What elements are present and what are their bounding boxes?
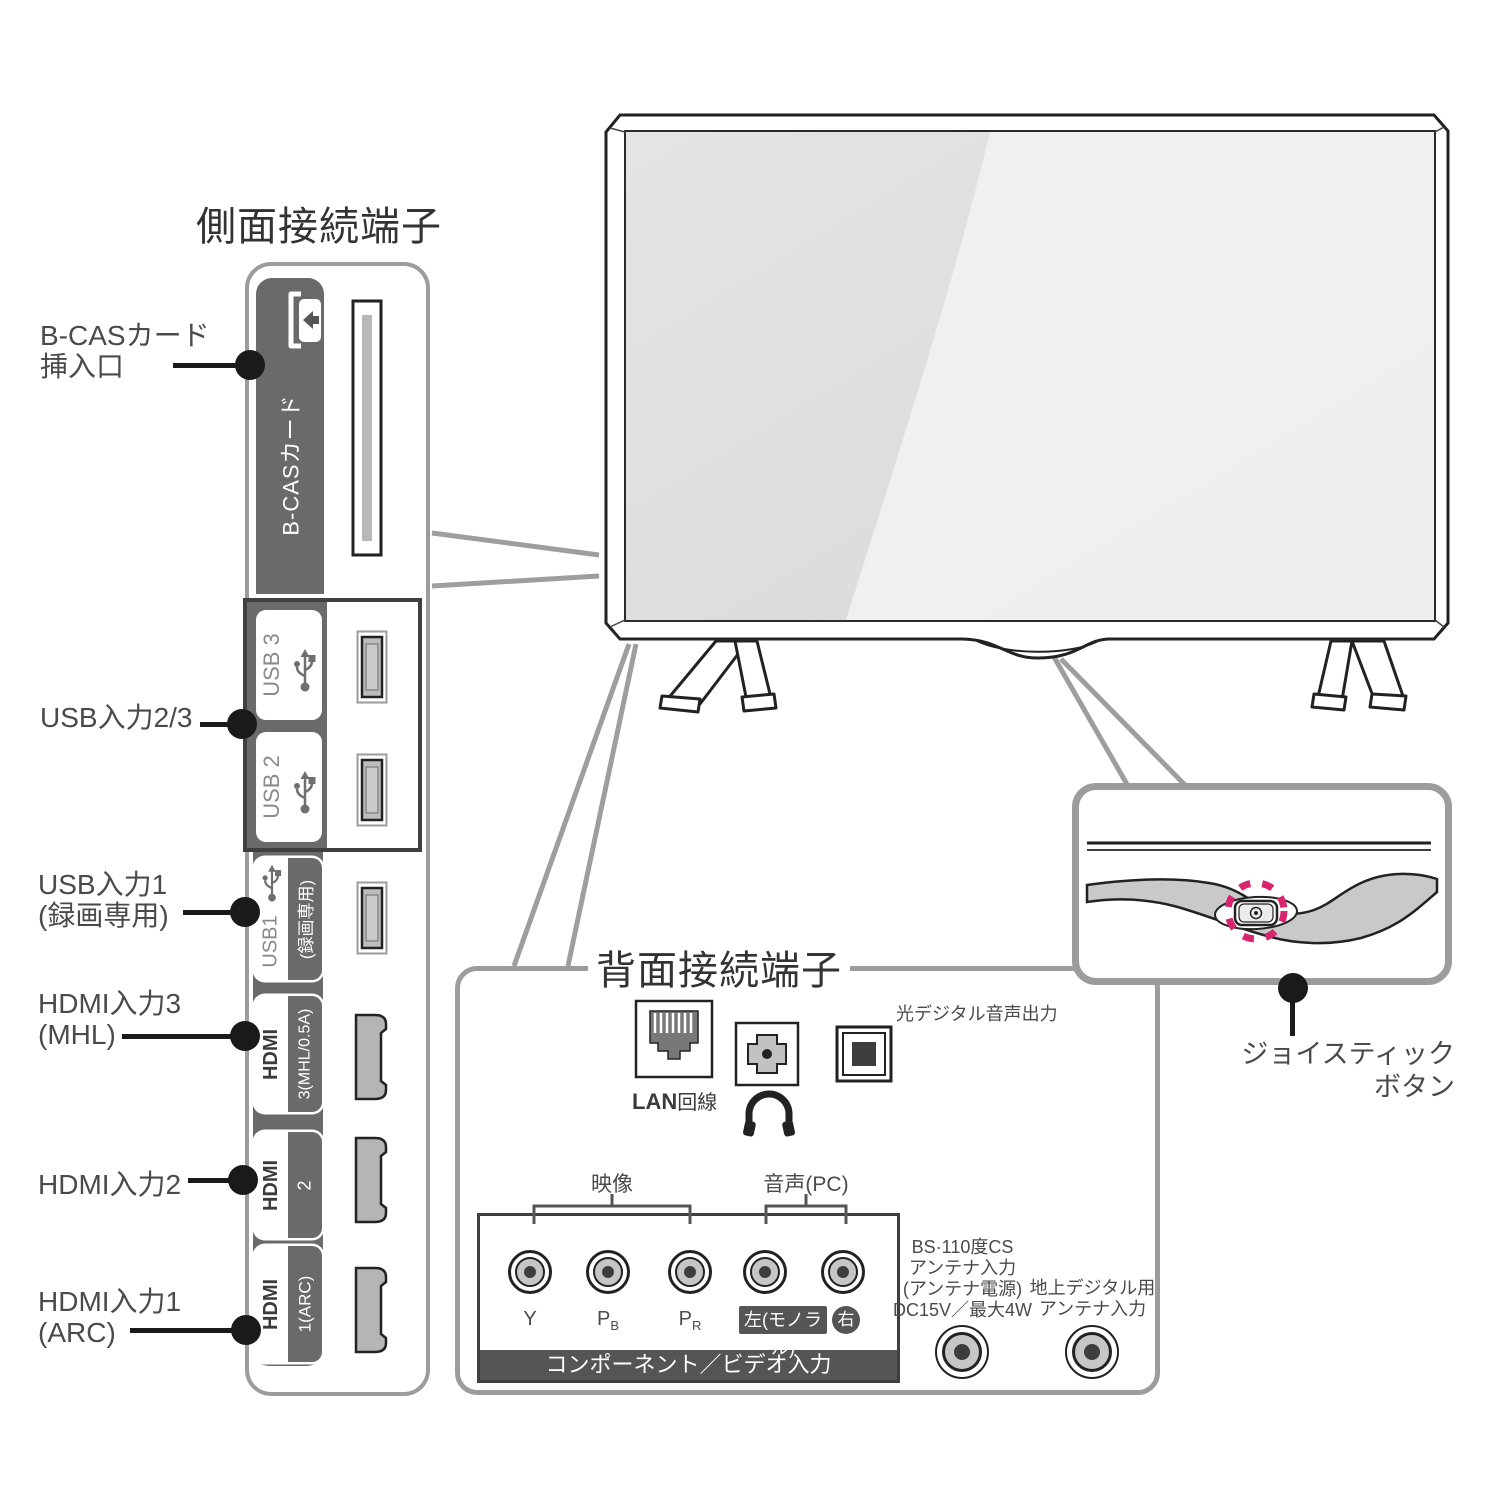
callout-dot xyxy=(235,350,265,380)
callout-dot xyxy=(231,1315,261,1345)
hdmi-port xyxy=(354,1266,388,1354)
callout-joystick: ジョイスティックボタン xyxy=(1241,1039,1455,1102)
usb-port xyxy=(356,753,388,827)
y-jack-label: Y xyxy=(523,1308,537,1330)
video-group-bracket xyxy=(532,1194,692,1224)
leader-line xyxy=(431,573,600,589)
tv-notch xyxy=(974,639,1099,653)
rca-jack-pb xyxy=(586,1250,630,1294)
pb-jack-label: PB xyxy=(596,1308,619,1333)
hdmi-port xyxy=(354,1136,388,1224)
pr-jack-label: PR xyxy=(678,1308,702,1333)
callout-bcas: B-CASカード挿入口 xyxy=(40,320,210,382)
left-mono-label: 左(モノラル) xyxy=(739,1306,827,1358)
bs-antenna-jack xyxy=(935,1325,989,1379)
callout-dot xyxy=(228,1165,258,1195)
terrestrial-antenna-jack xyxy=(1065,1325,1119,1379)
callout-usb23: USB入力2/3 xyxy=(40,702,193,733)
callout-line xyxy=(1290,1000,1295,1036)
lan-label: LAN回線 xyxy=(632,1089,718,1114)
leader-line xyxy=(1059,657,1188,788)
right-label: 右 xyxy=(832,1306,860,1334)
leader-line xyxy=(1051,655,1131,788)
usb1-port-label: USB1 (録画専用) xyxy=(255,858,322,980)
optical-audio-jack xyxy=(835,1025,893,1083)
hdmi1-port-label: HDMI 1(ARC) xyxy=(255,1246,322,1362)
usb-trident-icon xyxy=(294,649,316,692)
callout-hdmi2: HDMI入力2 xyxy=(38,1169,182,1200)
callout-line xyxy=(188,1178,244,1183)
headphones-icon xyxy=(743,1090,795,1137)
callout-dot xyxy=(1278,973,1308,1003)
joystick-closeup xyxy=(1085,841,1439,945)
bcas-card-slot xyxy=(351,299,383,557)
callout-dot xyxy=(227,709,257,739)
dashed-highlight-circle xyxy=(1224,879,1288,943)
component-bar: コンポーネント／ビデオ入力 xyxy=(480,1350,897,1380)
leader-line xyxy=(511,643,632,967)
hdmi3-port-label: HDMI 3(MHL/0.5A) xyxy=(255,996,322,1112)
rca-jack-audio-left xyxy=(743,1250,787,1294)
callout-line xyxy=(122,1034,246,1039)
usb-port xyxy=(356,630,388,704)
callout-hdmi1: HDMI入力1(ARC) xyxy=(38,1286,182,1348)
callout-line xyxy=(130,1328,247,1333)
callout-line xyxy=(173,363,252,368)
hdmi-port xyxy=(354,1013,388,1101)
card-insert-icon xyxy=(288,291,321,349)
leader-line xyxy=(565,643,639,967)
hdmi2-port-label: HDMI 2 xyxy=(255,1132,322,1238)
headphone-jack xyxy=(734,1021,800,1087)
tv-stand-right xyxy=(1310,639,1408,712)
terrestrial-antenna-label: 地上デジタル用アンテナ入力 xyxy=(1029,1278,1156,1319)
tv-screen-reflection xyxy=(846,132,1434,620)
tv-stand-left xyxy=(658,639,778,714)
leader-line-group xyxy=(431,530,1188,967)
callout-dot xyxy=(230,1021,260,1051)
usb-trident-icon xyxy=(294,771,316,814)
bcas-strip-label: B-CASカード xyxy=(279,394,304,536)
joystick-button-icon xyxy=(1233,899,1279,927)
rca-jack-y xyxy=(508,1250,552,1294)
callout-usb1: USB入力1(録画専用) xyxy=(38,869,169,931)
usb-trident-icon xyxy=(262,864,282,902)
audio-group-bracket xyxy=(764,1194,848,1224)
leader-line xyxy=(431,530,600,558)
callout-line xyxy=(200,722,248,727)
side-panel-title: 側面接続端子 xyxy=(196,205,442,249)
audio-group-label: 音声(PC) xyxy=(763,1173,849,1196)
callout-line xyxy=(183,910,246,915)
lan-port-icon xyxy=(634,999,714,1079)
joystick-inset xyxy=(1072,783,1452,985)
usb-port xyxy=(356,881,388,955)
rca-jack-audio-right xyxy=(821,1250,865,1294)
rca-jack-pr xyxy=(668,1250,712,1294)
callout-hdmi3: HDMI入力3(MHL) xyxy=(38,988,182,1050)
video-group-label: 映像 xyxy=(591,1173,633,1196)
optical-label: 光デジタル音声出力 xyxy=(896,1004,1058,1024)
rear-panel-title: 背面接続端子 xyxy=(588,938,850,996)
callout-dot xyxy=(230,897,260,927)
